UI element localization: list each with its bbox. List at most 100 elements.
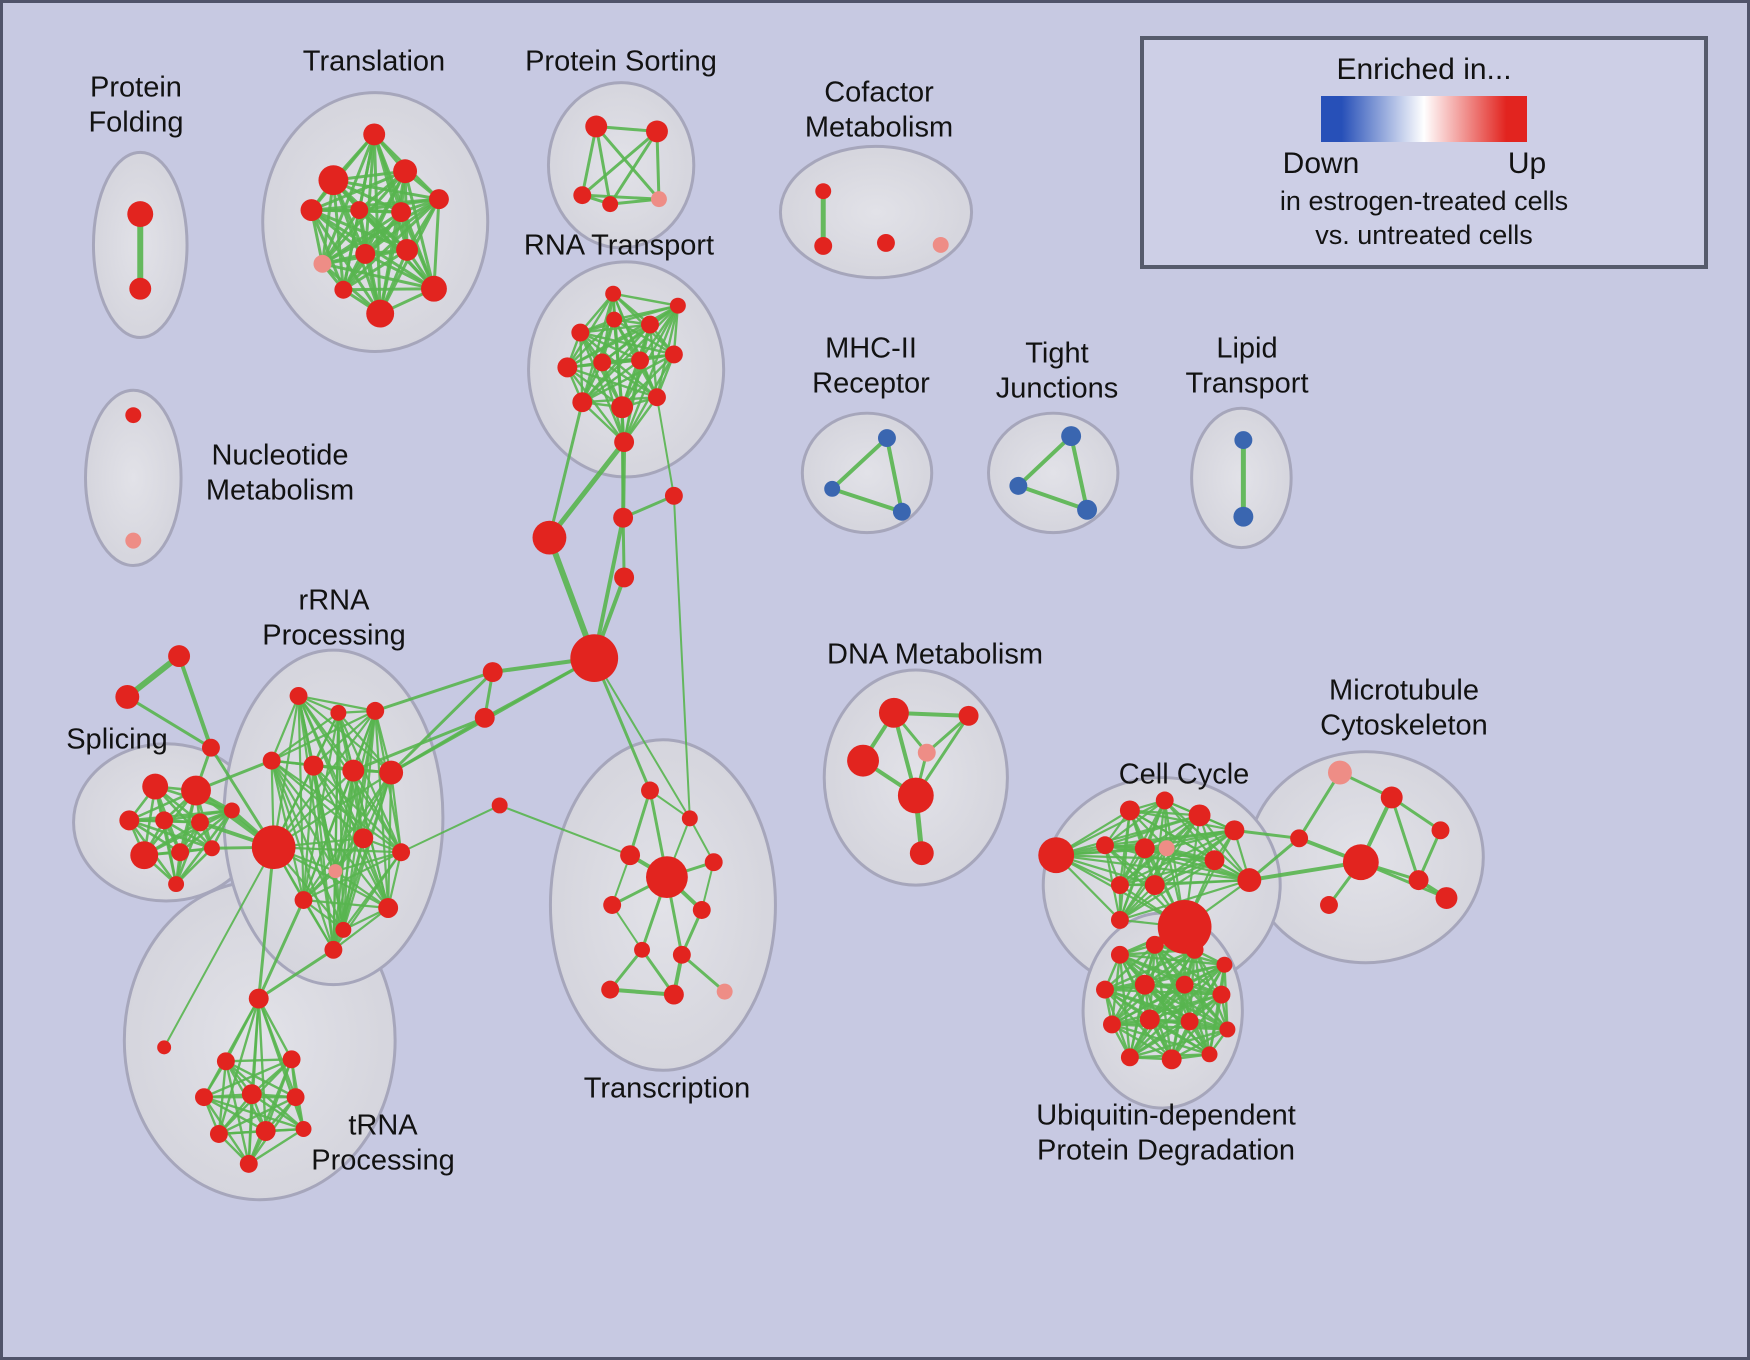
node-h3 <box>614 567 635 588</box>
edge-mh1-mh3 <box>884 436 904 514</box>
node-rr14 <box>378 898 399 918</box>
node-sp4 <box>155 811 174 830</box>
node-t8 <box>313 254 332 273</box>
node-ps2 <box>646 120 668 143</box>
edge-ub9-ub12 <box>1110 1023 1229 1031</box>
edge-rr6-rr11 <box>352 769 403 854</box>
edge-tn2-tn3 <box>224 1058 293 1063</box>
edge-t11-t13 <box>341 287 436 292</box>
edge-rr7-rr8 <box>272 771 393 849</box>
node-x1 <box>168 645 191 668</box>
edge-sp6-sp10 <box>174 809 234 886</box>
node-rr12 <box>294 891 313 909</box>
node-lt2 <box>1233 506 1254 527</box>
edge-rr9-rr14 <box>334 870 390 910</box>
edge-tn4-tn9 <box>202 1095 305 1131</box>
cluster-ellipse-nucleotide-metabolism <box>84 388 183 568</box>
edge-ub11-ub13 <box>1128 1020 1191 1059</box>
node-cc5 <box>1224 820 1245 841</box>
node-rr6 <box>342 759 365 782</box>
node-mc2 <box>1380 786 1403 809</box>
edge-rr11-rr12 <box>302 851 403 902</box>
edge-cc4-cc6 <box>1103 814 1201 847</box>
node-tj3 <box>1077 499 1098 520</box>
node-t7 <box>428 189 449 210</box>
edge-rr5-rr14 <box>312 764 390 910</box>
edge-tn6-tn7 <box>217 1095 297 1136</box>
node-rt7 <box>631 351 650 370</box>
edge-sp4-sp9 <box>162 819 214 850</box>
edge-tr6-tr8 <box>611 904 644 951</box>
edge-rr3-c1 <box>373 670 495 713</box>
edge-tr1-tr3 <box>628 789 652 857</box>
node-rt12 <box>614 432 635 453</box>
edge-t8-t11 <box>320 262 436 291</box>
edge-sp6-sp8 <box>178 809 234 854</box>
edge-rt9-bigA <box>547 400 584 540</box>
node-rr7 <box>379 760 404 785</box>
edge-rt5-rt13 <box>566 292 615 369</box>
cluster-ellipse-protein-sorting <box>546 81 696 250</box>
legend: Enriched in... Down Up in estrogen-treat… <box>1140 36 1708 269</box>
node-cc3 <box>1155 791 1174 810</box>
edge-rr4-rr9 <box>270 759 337 873</box>
edge-ps4-ps5 <box>608 197 661 206</box>
node-c1 <box>482 662 503 682</box>
node-tr12 <box>716 983 733 1000</box>
edge-rr11-c3 <box>400 804 501 854</box>
edge-tn5-tn9 <box>250 1092 305 1131</box>
node-tn7 <box>209 1125 228 1143</box>
node-sp7 <box>130 841 159 870</box>
node-rr2 <box>330 704 347 721</box>
node-h1 <box>613 507 634 528</box>
edge-t10-t13 <box>341 248 409 292</box>
edge-mh2-mh3 <box>830 486 904 514</box>
node-tn1 <box>248 988 269 1009</box>
node-ub12 <box>1219 1021 1236 1038</box>
node-rr10 <box>353 828 374 849</box>
edge-rt11-h2 <box>655 396 675 497</box>
node-t6 <box>391 202 412 223</box>
node-ub4 <box>1216 956 1233 973</box>
node-dm2 <box>958 705 979 726</box>
edge-rt4-rt13 <box>611 292 680 307</box>
edge-t4-t12 <box>310 208 382 316</box>
node-rr1 <box>289 686 308 705</box>
node-rr8 <box>251 825 296 870</box>
edge-ub5-ub8 <box>1103 988 1223 996</box>
edge-tn1-rr12 <box>257 898 306 1001</box>
node-tn11 <box>157 1040 172 1055</box>
edge-sp9-sp10 <box>174 846 214 886</box>
edge-sp2-sp10 <box>174 789 198 886</box>
edge-cc11-cc12 <box>1153 879 1251 887</box>
node-tr8 <box>634 941 650 958</box>
edge-t7-t11 <box>432 197 441 291</box>
node-rt5 <box>557 357 578 378</box>
edge-rt8-rt9 <box>581 353 676 404</box>
edge-ps3-ps5 <box>580 193 661 201</box>
edge-ps2-ps4 <box>608 129 659 206</box>
node-tr10 <box>601 980 620 999</box>
node-bigA <box>532 520 567 555</box>
edge-tn1-rr8 <box>257 845 276 1001</box>
cluster-ellipse-cofactor-metabolism <box>778 144 974 280</box>
node-dm1 <box>878 697 909 728</box>
node-cc7 <box>1134 838 1155 859</box>
node-tn2 <box>216 1052 235 1071</box>
node-tr3 <box>620 845 641 866</box>
edge-rr14-rr15 <box>332 906 390 951</box>
node-cc2 <box>1119 800 1140 821</box>
node-cc6 <box>1096 836 1114 855</box>
edge-rr3-rr5 <box>312 709 377 767</box>
edge-rr3-rr4 <box>270 709 377 762</box>
node-sp8 <box>171 843 190 862</box>
edge-ps2-ps5 <box>655 129 661 201</box>
node-tn6 <box>286 1088 305 1107</box>
legend-gradient-wrap <box>1321 96 1527 142</box>
edge-cc3-cc6 <box>1103 799 1166 847</box>
edge-rr3-rr8 <box>272 709 377 849</box>
legend-caption: in estrogen-treated cells vs. untreated … <box>1144 184 1704 252</box>
cluster-ellipse-mhc-ii-receptor <box>800 411 934 535</box>
edge-tn9-tn10 <box>247 1127 305 1166</box>
edge-ub8-ub10 <box>1148 993 1223 1021</box>
